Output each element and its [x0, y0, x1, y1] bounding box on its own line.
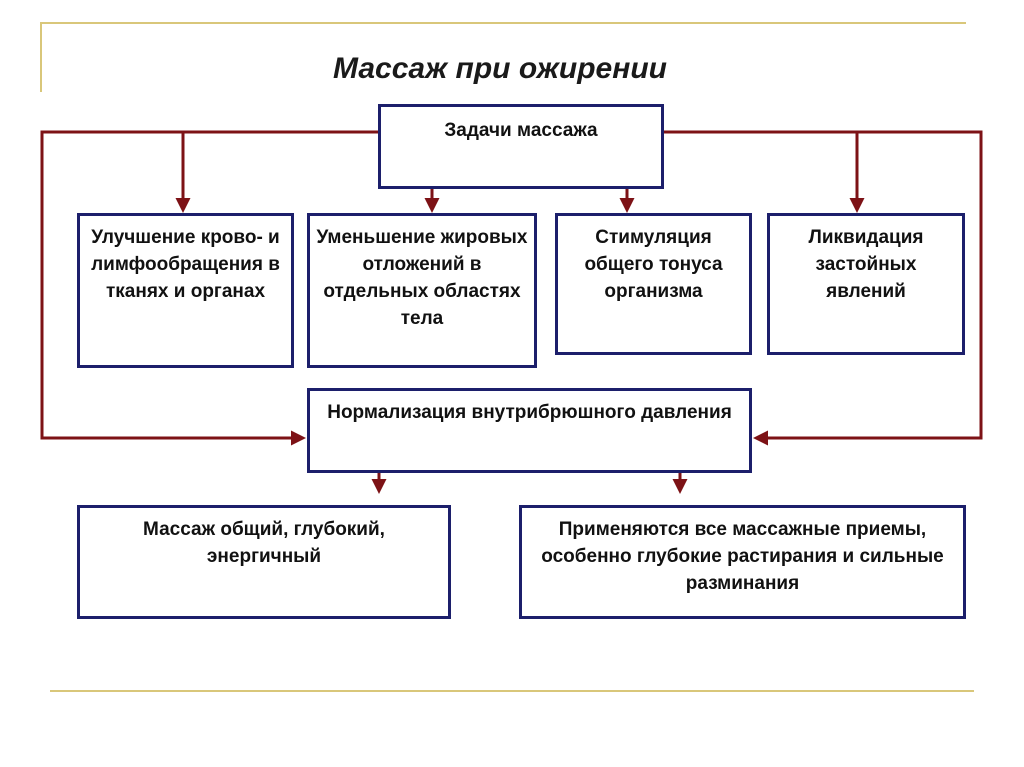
node-tasks: Задачи массажа: [378, 104, 664, 189]
top-decor-line: [40, 22, 966, 24]
node-tasks-label: Задачи массажа: [444, 120, 598, 141]
node-task-2-label: Уменьшение жировых отложений в отдельных…: [316, 227, 528, 329]
edge-tasks-to-pressure-left: [40, 130, 378, 446]
node-pressure: Нормализация внутрибрюшного давления: [307, 388, 752, 473]
node-task-3-label: Стимуляция общего тонуса организма: [584, 227, 723, 302]
node-task-2: Уменьшение жировых отложений в отдельных…: [307, 213, 537, 368]
node-pressure-label: Нормализация внутрибрюшного давления: [327, 402, 732, 423]
left-decor-line: [40, 22, 42, 92]
edge-tasks-to-pressure-right: [664, 130, 983, 446]
node-massage-type-label: Массаж общий, глубокий, энергичный: [143, 519, 385, 567]
page-title: Массаж при ожирении: [333, 52, 667, 85]
node-techniques-label: Применяются все массажные приемы, особен…: [541, 519, 944, 594]
edge-tasks-to-task-4: [664, 130, 865, 213]
node-massage-type: Массаж общий, глубокий, энергичный: [77, 505, 451, 619]
bottom-decor-line: [50, 690, 974, 692]
node-task-3: Стимуляция общего тонуса организма: [555, 213, 752, 355]
node-task-1-label: Улучшение крово- и лимфообращения в ткан…: [91, 227, 280, 302]
edge-tasks-to-task-1: [175, 130, 378, 213]
node-techniques: Применяются все массажные приемы, особен…: [519, 505, 966, 619]
node-task-4: Ликвидация застойных явлений: [767, 213, 965, 355]
node-task-4-label: Ликвидация застойных явлений: [808, 227, 924, 302]
node-task-1: Улучшение крово- и лимфообращения в ткан…: [77, 213, 294, 368]
